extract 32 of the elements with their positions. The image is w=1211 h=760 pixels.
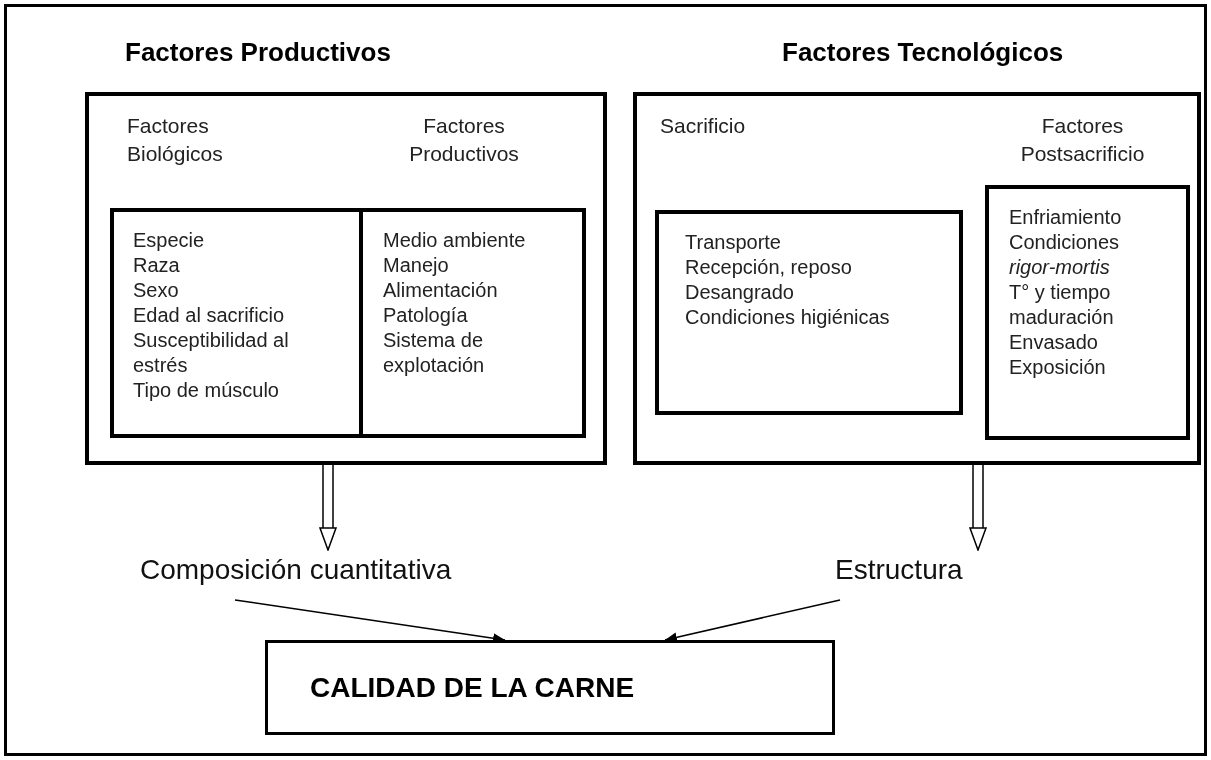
list-item: Susceptibilidad al estrés <box>133 328 290 378</box>
list-item: Envasado <box>1009 330 1099 355</box>
column-heading: Factores Productivos <box>408 113 520 167</box>
arrow <box>319 464 337 551</box>
list-item: Sexo <box>133 278 180 303</box>
list-item: Manejo <box>383 253 450 278</box>
list-item: Recepción, reposo <box>685 255 853 280</box>
panel-heading: Factores Tecnológicos <box>782 36 1065 69</box>
list-item: Condiciones <box>1009 230 1121 255</box>
list-item: Tipo de músculo <box>133 378 280 403</box>
arrow <box>969 464 987 551</box>
list-item: Medio ambiente <box>383 228 527 253</box>
list-item: Sistema de explotación <box>383 328 486 378</box>
list-item: rigor-mortis <box>1009 255 1111 280</box>
result-label: Composición cuantitativa <box>140 553 453 587</box>
list-item: Edad al sacrificio <box>133 303 286 328</box>
list-item: Exposición <box>1009 355 1107 380</box>
list-item: Patología <box>383 303 469 328</box>
result-label: Estructura <box>835 553 964 587</box>
list-item: Alimentación <box>383 278 499 303</box>
list-item: T° y tiempo maduración <box>1009 280 1115 330</box>
list-item: Condiciones higiénicas <box>685 305 891 330</box>
column-heading: Sacrificio <box>660 113 747 139</box>
list-item: Transporte <box>685 230 782 255</box>
list-item: Especie <box>133 228 206 253</box>
list-item: Raza <box>133 253 181 278</box>
list-item: Enfriamiento <box>1009 205 1123 230</box>
panel-heading: Factores Productivos <box>125 36 392 69</box>
column-heading: Factores Postsacrificio <box>1019 113 1146 167</box>
result-title: CALIDAD DE LA CARNE <box>310 670 635 705</box>
column-heading: Factores Biológicos <box>127 113 224 167</box>
list-item: Desangrado <box>685 280 795 305</box>
